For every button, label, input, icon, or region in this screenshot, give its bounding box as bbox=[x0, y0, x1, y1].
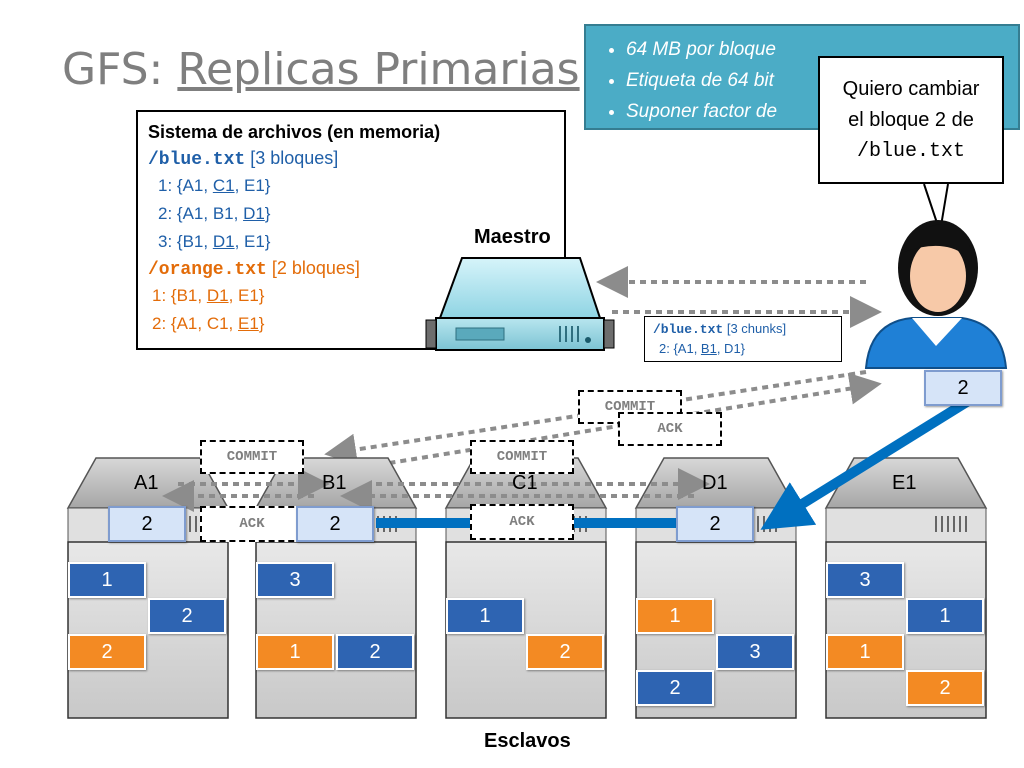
reply-note: /blue.txt [3 chunks] 2: {A1, B1, D1} bbox=[644, 316, 842, 362]
server-front bbox=[825, 507, 987, 543]
master-label: Maestro bbox=[474, 226, 551, 248]
stored-chunk: 2 bbox=[906, 670, 984, 706]
title-prefix: GFS: bbox=[62, 44, 178, 95]
info-bullet: Suponer factor de bbox=[626, 96, 1018, 127]
reply-file: /blue.txt bbox=[653, 322, 724, 337]
filesystem-header: Sistema de archivos (en memoria) bbox=[148, 122, 441, 142]
stored-chunk: 1 bbox=[906, 598, 984, 634]
new-chunk: 2 bbox=[676, 506, 754, 542]
replication-arrows bbox=[162, 468, 710, 512]
ack-tag: ACK bbox=[470, 504, 574, 540]
ack-tag: ACK bbox=[618, 412, 722, 446]
server-name: E1 bbox=[892, 472, 917, 494]
new-chunk: 2 bbox=[296, 506, 374, 542]
commit-tag: COMMIT bbox=[200, 440, 304, 474]
stored-chunk: 2 bbox=[636, 670, 714, 706]
slide-title: GFS: Replicas Primarias bbox=[62, 44, 580, 95]
server-name: D1 bbox=[702, 472, 728, 494]
reply-chunk: 2: {A1, B1, D1} bbox=[659, 341, 746, 356]
server-name: B1 bbox=[322, 472, 347, 494]
chunk-entry: 2: {A1, B1, D1} bbox=[158, 204, 271, 223]
server-name: C1 bbox=[512, 472, 538, 494]
speech-line: el bloque 2 de bbox=[848, 109, 974, 131]
user-avatar-icon bbox=[864, 220, 1008, 369]
stored-chunk: 3 bbox=[716, 634, 794, 670]
stored-chunk: 1 bbox=[636, 598, 714, 634]
stored-chunk: 3 bbox=[826, 562, 904, 598]
ack-tag: ACK bbox=[200, 506, 304, 542]
speech-file: /blue.txt bbox=[856, 140, 966, 163]
new-chunk: 2 bbox=[108, 506, 186, 542]
stored-chunk: 2 bbox=[526, 634, 604, 670]
file-name: /blue.txt bbox=[148, 150, 246, 170]
file-count: [3 bloques] bbox=[250, 148, 339, 168]
info-bullet: Etiqueta de 64 bit bbox=[626, 65, 1018, 96]
chunk-entry: 2: {A1, C1, E1} bbox=[152, 314, 265, 333]
speech-bubble: Quiero cambiar el bloque 2 de /blue.txt bbox=[818, 56, 1004, 184]
stored-chunk: 2 bbox=[148, 598, 226, 634]
info-bullet: 64 MB por bloque bbox=[626, 34, 1018, 65]
file-entry-orange: /orange.txt [2 bloques] bbox=[148, 258, 360, 280]
title-underlined: Replicas Primarias bbox=[177, 44, 580, 95]
stored-chunk: 3 bbox=[256, 562, 334, 598]
file-entry-blue: /blue.txt [3 bloques] bbox=[148, 148, 338, 170]
stored-chunk: 1 bbox=[446, 598, 524, 634]
stored-chunk: 1 bbox=[826, 634, 904, 670]
chunk-entry: 1: {A1, C1, E1} bbox=[158, 176, 271, 195]
stored-chunk: 2 bbox=[68, 634, 146, 670]
speech-line: Quiero cambiar bbox=[842, 78, 980, 100]
server-name: A1 bbox=[134, 472, 159, 494]
commit-tag: COMMIT bbox=[470, 440, 574, 474]
slaves-label: Esclavos bbox=[484, 730, 571, 752]
file-name: /orange.txt bbox=[148, 260, 267, 280]
stored-chunk: 2 bbox=[336, 634, 414, 670]
reply-count: [3 chunks] bbox=[726, 321, 787, 336]
stored-chunk: 1 bbox=[256, 634, 334, 670]
push-arrow bbox=[760, 395, 973, 530]
chunk-entry: 1: {B1, D1, E1} bbox=[152, 286, 265, 305]
file-count: [2 bloques] bbox=[271, 258, 360, 278]
master-server-icon bbox=[425, 257, 615, 351]
user-chunk: 2 bbox=[924, 370, 1002, 406]
chunk-entry: 3: {B1, D1, E1} bbox=[158, 232, 271, 251]
stored-chunk: 1 bbox=[68, 562, 146, 598]
